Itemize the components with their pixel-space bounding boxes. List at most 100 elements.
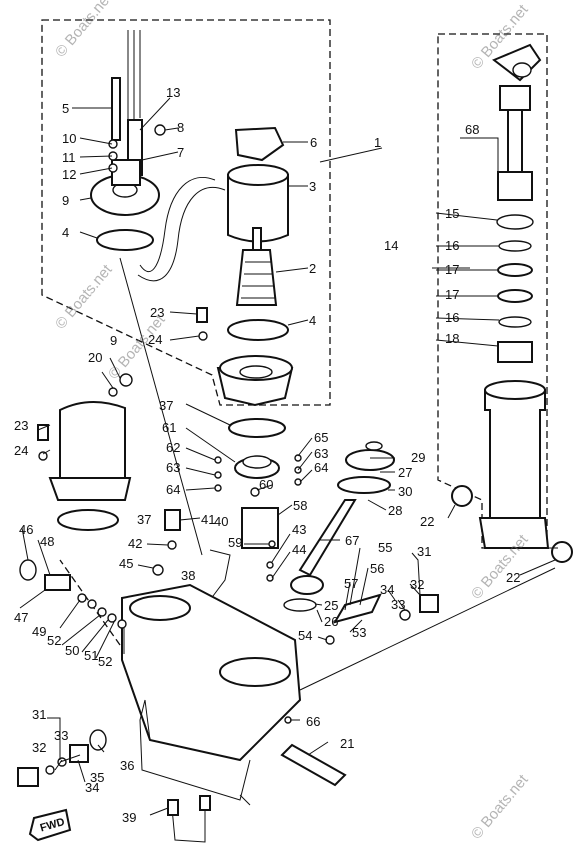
part-number-63: 63 [314, 446, 328, 461]
washer-10 [108, 139, 118, 149]
part-number-9: 9 [62, 193, 69, 208]
bolt-23-upper [196, 307, 208, 323]
valve-40 [164, 509, 181, 531]
plug-9 [119, 373, 133, 387]
gear-pump [234, 455, 280, 479]
part-number-44: 44 [292, 542, 306, 557]
part-number-55: 55 [378, 540, 392, 555]
o-ring-4-upper [96, 229, 154, 251]
part-number-52: 52 [98, 654, 112, 669]
pump-housing [121, 583, 302, 801]
part-number-37: 37 [159, 398, 173, 413]
part-number-24: 24 [14, 443, 28, 458]
part-number-22: 22 [420, 514, 434, 529]
part-number-10: 10 [62, 131, 76, 146]
part-number-labels: 1234456789101112131415161717161868209232… [14, 85, 520, 825]
part-number-1: 1 [374, 135, 381, 150]
armature [235, 227, 278, 306]
tube-38 [209, 549, 231, 601]
part-number-16: 16 [445, 310, 459, 325]
o-ring-4-lower [227, 319, 289, 341]
part-number-28: 28 [388, 503, 402, 518]
part-number-43: 43 [292, 522, 306, 537]
screw-45 [152, 564, 164, 576]
valve-assembly-55 [332, 593, 382, 624]
part-number-61: 61 [162, 420, 176, 435]
watermark-text: © Boats.net [468, 771, 532, 843]
part-number-67: 67 [345, 533, 359, 548]
part-number-32: 32 [32, 740, 46, 755]
pin-43 [266, 561, 274, 569]
part-number-18: 18 [445, 331, 459, 346]
part-number-68: 68 [465, 122, 479, 137]
tube-39-fitting-a [167, 799, 179, 816]
part-number-16: 16 [445, 238, 459, 253]
bolt-5 [111, 77, 121, 141]
watermark-text: © Boats.net [52, 261, 116, 333]
part-number-4: 4 [309, 313, 316, 328]
leader-lines [19, 97, 558, 816]
part-number-32: 32 [410, 577, 424, 592]
part-number-50: 50 [65, 643, 79, 658]
part-number-37: 37 [137, 512, 151, 527]
nut-12 [108, 163, 118, 173]
part-number-31: 31 [32, 707, 46, 722]
part-number-21: 21 [340, 736, 354, 751]
part-number-51: 51 [84, 648, 98, 663]
part-number-26: 26 [324, 614, 338, 629]
motor-end-cap [216, 355, 294, 407]
part-number-27: 27 [398, 465, 412, 480]
pin-64b [294, 478, 302, 486]
tilt-cylinder [492, 43, 542, 201]
plug-31 [419, 594, 439, 613]
piston-18 [497, 341, 533, 363]
cylinder-assembly-boundary [437, 33, 548, 549]
backup-ring-16 [498, 240, 532, 252]
part-number-59: 59 [228, 535, 242, 550]
shaft-21 [280, 743, 347, 787]
valve-block-58 [241, 507, 279, 549]
seal-17b [497, 289, 533, 303]
part-number-17: 17 [445, 287, 459, 302]
pin-59 [268, 540, 276, 548]
part-number-60: 60 [259, 477, 273, 492]
part-number-45: 45 [119, 556, 133, 571]
ball-60 [250, 487, 260, 497]
part-number-33: 33 [54, 728, 68, 743]
part-number-57: 57 [344, 576, 358, 591]
bushing-22-left [451, 485, 473, 507]
seal-17a [497, 263, 533, 277]
o-ring-25 [283, 598, 317, 612]
part-number-25: 25 [324, 598, 338, 613]
part-number-13: 13 [166, 85, 180, 100]
screw-8 [154, 124, 166, 136]
screw-62 [214, 456, 222, 464]
part-number-65: 65 [314, 430, 328, 445]
part-number-39: 39 [122, 810, 136, 825]
watermark-text: © Boats.net [52, 0, 116, 61]
bushing-22-right [551, 541, 573, 563]
part-number-5: 5 [62, 101, 69, 116]
backup-ring-16b [498, 316, 532, 328]
brush-holder [90, 159, 160, 216]
piston-26 [290, 575, 324, 595]
part-number-49: 49 [32, 624, 46, 639]
part-number-52: 52 [47, 633, 61, 648]
fwd-direction-badge: FWD [28, 808, 72, 842]
washer-24-upper [198, 331, 208, 341]
part-number-41: 41 [201, 512, 215, 527]
part-number-64: 64 [166, 482, 180, 497]
screw-65 [294, 454, 302, 462]
part-number-34: 34 [85, 780, 99, 795]
part-number-23: 23 [150, 305, 164, 320]
o-ring-37-left [57, 509, 119, 531]
part-number-56: 56 [370, 561, 384, 576]
part-number-8: 8 [177, 120, 184, 135]
part-number-38: 38 [181, 568, 195, 583]
o-ring-20 [108, 387, 118, 397]
part-number-47: 47 [14, 610, 28, 625]
tube-39 [171, 805, 206, 843]
part-number-42: 42 [128, 536, 142, 551]
part-number-35: 35 [90, 770, 104, 785]
